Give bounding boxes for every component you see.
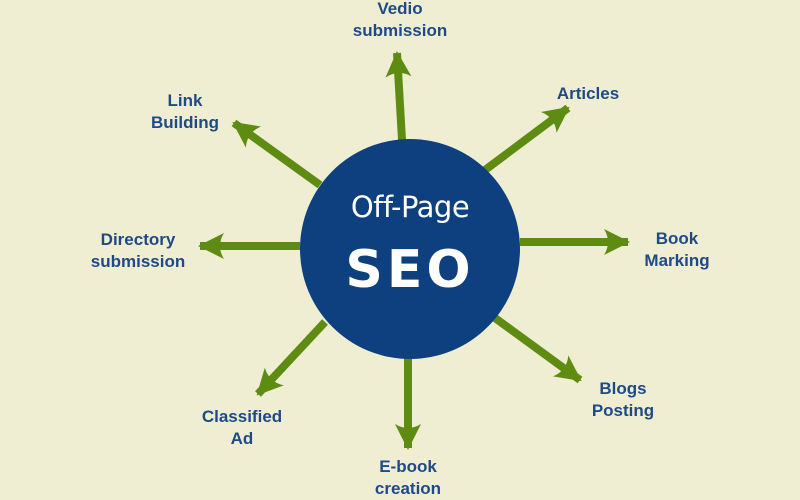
label-link-building: Link Building: [151, 91, 219, 132]
arrow-up-right: [482, 104, 571, 174]
label-directory-submission: Directory submission: [90, 230, 186, 271]
label-book-marking: Book Marking: [644, 229, 710, 270]
arrow-down-left: [255, 319, 328, 397]
label-vedio-submission: Vedio submission: [352, 0, 448, 40]
label-articles: Articles: [556, 84, 620, 103]
arrow-up: [385, 51, 412, 141]
hub-title: Off-Page: [350, 190, 470, 224]
arrow-up-left: [231, 119, 323, 189]
label-ebook-creation: E-book creation: [374, 457, 442, 498]
label-blogs-posting: Blogs Posting: [591, 379, 655, 420]
arrow-down-right: [492, 314, 583, 384]
label-classified-ad: Classified Ad: [201, 407, 283, 448]
hub-subtitle: SEO: [345, 240, 475, 300]
hub-circle: [300, 139, 520, 359]
